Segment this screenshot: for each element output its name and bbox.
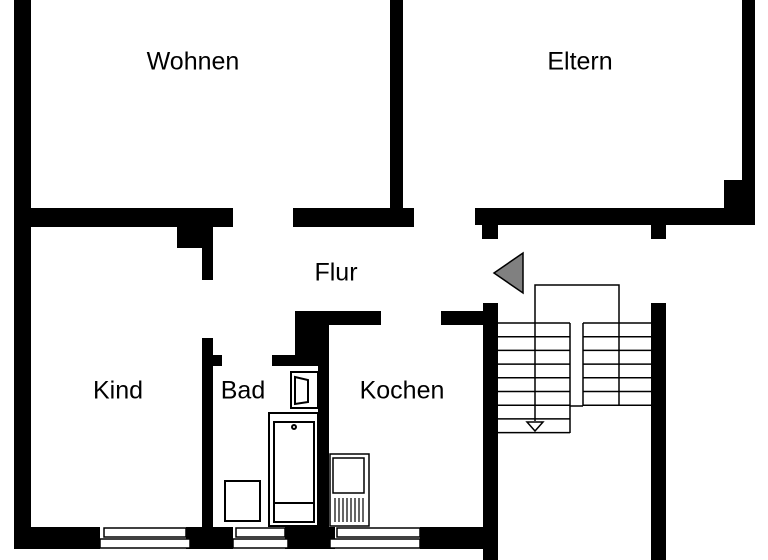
room-label-kind: Kind bbox=[92, 376, 144, 405]
wall-bad-kochen bbox=[318, 311, 329, 528]
window-kochen-sill bbox=[329, 538, 421, 549]
wall-stub bbox=[651, 225, 666, 239]
stair-direction-icon bbox=[525, 421, 545, 433]
wall-stair-right bbox=[651, 303, 666, 560]
wall-bottom bbox=[420, 527, 488, 549]
wall-right-outer bbox=[742, 0, 755, 225]
wall-wohnen-flur bbox=[293, 208, 414, 227]
bathtub-icon bbox=[268, 412, 319, 527]
fixtures bbox=[224, 371, 370, 527]
entry-arrow-icon bbox=[492, 251, 524, 295]
room-label-wohnen: Wohnen bbox=[146, 47, 240, 76]
window-bad bbox=[235, 527, 286, 538]
windows bbox=[99, 527, 421, 549]
wall-flur-kochen-right bbox=[441, 311, 491, 325]
wall-stub bbox=[482, 225, 498, 239]
wc-icon bbox=[290, 371, 319, 409]
wall-corner-pillar bbox=[724, 180, 744, 210]
wall-bad-top bbox=[272, 355, 329, 366]
wall-eltern-bottom bbox=[475, 208, 755, 225]
window-kochen bbox=[336, 527, 421, 538]
stair-walk-line bbox=[534, 284, 620, 421]
room-label-bad: Bad bbox=[220, 376, 266, 405]
stove-icon bbox=[329, 453, 370, 527]
washbasin-icon bbox=[224, 480, 261, 522]
window-kind-sill bbox=[99, 538, 191, 549]
room-label-eltern: Eltern bbox=[547, 47, 613, 76]
wall-stair-left bbox=[483, 303, 498, 560]
wall-wohnen-eltern bbox=[390, 0, 403, 210]
wall-bottom bbox=[14, 527, 100, 549]
wc-seat bbox=[294, 375, 309, 406]
stove-grill bbox=[334, 498, 364, 522]
wall-wohnen-kind bbox=[14, 208, 233, 227]
wall-bottom bbox=[285, 527, 335, 549]
bathtub-inner bbox=[273, 421, 315, 523]
staircase bbox=[498, 284, 651, 434]
wall-left-outer bbox=[14, 0, 31, 549]
walls bbox=[14, 0, 755, 560]
room-label-kochen: Kochen bbox=[359, 376, 445, 405]
wall-stub bbox=[202, 227, 213, 280]
window-kind bbox=[103, 527, 187, 538]
wall-stub bbox=[202, 355, 222, 366]
wall-bottom bbox=[186, 527, 233, 549]
window-bad-sill bbox=[232, 538, 289, 549]
wall-kind-bad bbox=[202, 338, 213, 528]
drain-icon bbox=[291, 424, 297, 430]
room-label-flur: Flur bbox=[314, 258, 358, 287]
